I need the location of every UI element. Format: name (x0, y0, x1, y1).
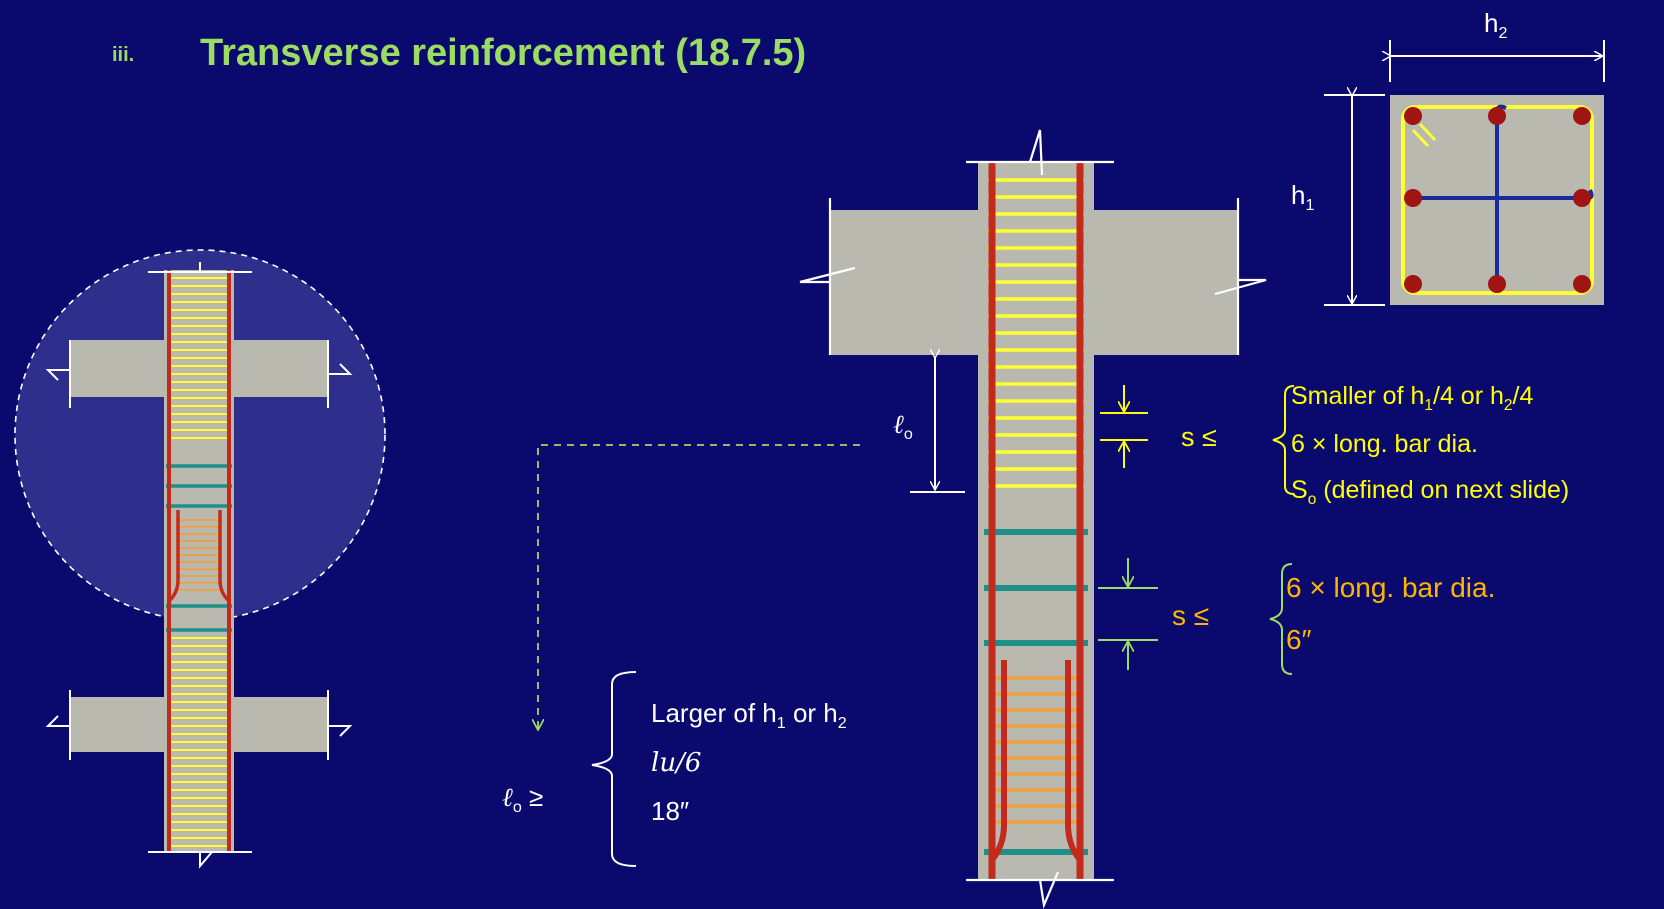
spliced-bar (989, 660, 1007, 862)
slide-title: Transverse reinforcement (18.7.5) (200, 32, 807, 74)
s-dimension-end-zone (1100, 385, 1148, 468)
s-end-line3: So (defined on next slide) (1291, 476, 1570, 508)
small-column-elevation (14, 249, 386, 869)
s-end-lhs: s ≤ (1181, 422, 1217, 452)
h2-label: h2 (1484, 8, 1508, 43)
s-mid-line1: 6 × long. bar dia. (1286, 572, 1496, 603)
spliced-bar (218, 510, 230, 602)
h1-label: h1 (1291, 180, 1315, 215)
lo-rule-line1: Larger of h1 or h2 (651, 698, 847, 733)
brace-mid-zone (1269, 563, 1293, 675)
cross-section (1324, 40, 1605, 306)
lo-dimension (910, 358, 965, 493)
spliced-bar (168, 510, 180, 602)
lo-rule-lhs: ℓo ≥ (502, 782, 544, 817)
brace-lo (591, 671, 637, 867)
spliced-bar (1065, 660, 1083, 862)
lo-dimension-label: ℓo (893, 410, 913, 444)
list-numeral: iii. (112, 44, 135, 66)
s-end-line1: Smaller of h1/4 or h2/4 (1291, 382, 1534, 414)
s-end-line2: 6 × long. bar dia. (1291, 430, 1478, 458)
lo-leader (538, 444, 860, 730)
large-column-elevation (799, 129, 1267, 909)
s-mid-lhs: s ≤ (1172, 600, 1210, 631)
brace-end-zone (1272, 385, 1295, 495)
s-dimension-mid-zone (1098, 558, 1158, 670)
lo-rule-line3: 18″ (651, 796, 690, 826)
lo-rule-line2: lu/6 (651, 748, 702, 778)
s-mid-line2: 6″ (1286, 624, 1312, 655)
